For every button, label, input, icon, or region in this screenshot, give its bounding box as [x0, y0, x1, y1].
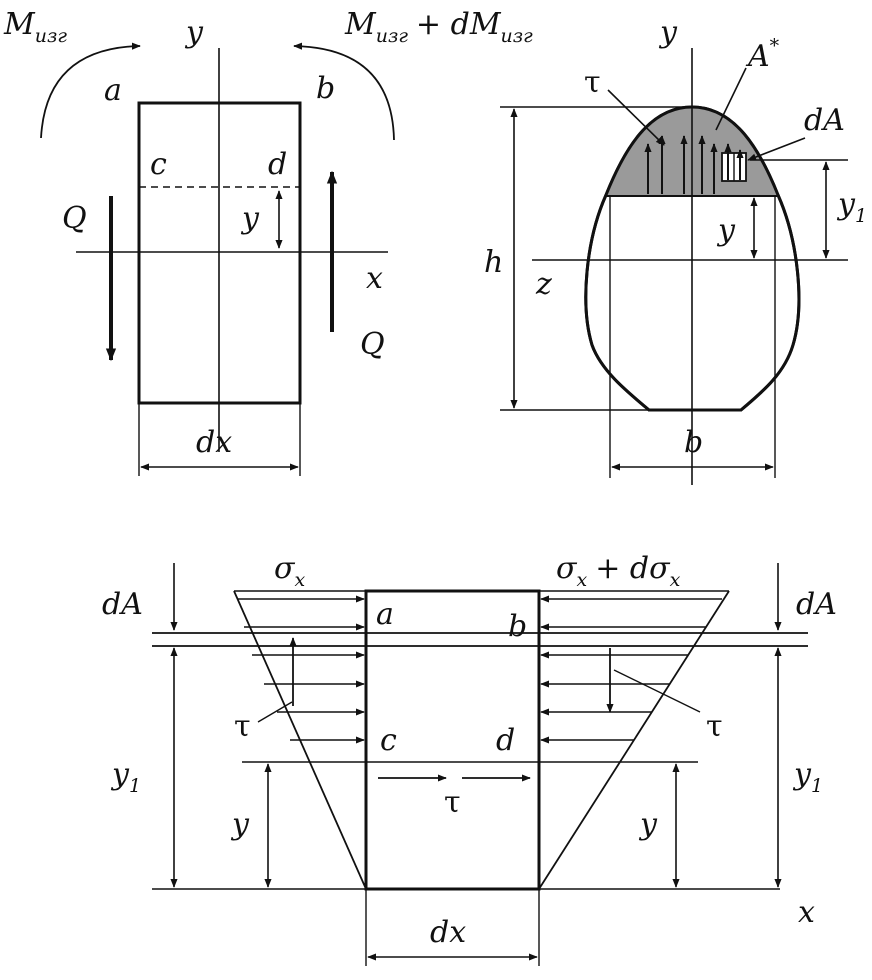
stress-distribution-panel: dA dA σx σx+ dσx a b c d τ τ τ y1 y1 y y…	[102, 551, 837, 966]
y1-right-label: y1	[792, 757, 823, 797]
tau-left-pointer	[257, 701, 293, 723]
bottom-c-label: c	[380, 723, 397, 758]
section-outline-top	[584, 105, 801, 412]
bottom-d-label: d	[496, 723, 515, 758]
a-star-pointer-line	[715, 67, 747, 131]
sigma-left-label: σx	[274, 551, 305, 591]
h-label: h	[484, 245, 503, 280]
section-y1-label: y1	[836, 187, 867, 227]
moment-right-label: Mизг+ dMизг	[344, 7, 533, 47]
corner-a-label: a	[104, 73, 122, 108]
bottom-dx-label: dx	[430, 915, 466, 950]
tau-pointer-line	[607, 89, 665, 146]
element-y-axis-label: y	[184, 15, 204, 50]
moment-left-arrow	[40, 42, 141, 139]
bottom-da-left-label: dA	[102, 587, 143, 622]
point-c-label: c	[150, 147, 167, 182]
beam-element-panel: Mизг Mизг+ dMизг y x a b c d Q Q y dx	[3, 7, 533, 476]
y1-left-label: y1	[110, 757, 141, 797]
right-sigma-arrows	[540, 595, 722, 744]
section-da-label: dA	[804, 103, 845, 138]
point-d-label: d	[268, 147, 287, 182]
section-y-dim-label: y	[716, 213, 736, 248]
a-star-label: A*	[745, 35, 780, 74]
tau-left-label: τ	[234, 709, 251, 744]
bottom-b-label: b	[508, 609, 527, 644]
sigma-right-label: σx+ dσx	[556, 551, 681, 591]
section-tau-label: τ	[584, 65, 601, 100]
b-width-label: b	[684, 425, 703, 460]
element-x-axis-label: x	[366, 261, 383, 296]
bottom-da-right-label: dA	[796, 587, 837, 622]
moment-left-label: Mизг	[3, 7, 67, 47]
q-left-label: Q	[62, 201, 87, 236]
left-sigma-arrows	[238, 595, 365, 744]
y-left-label: y	[230, 807, 250, 842]
moment-right-arrow	[293, 42, 395, 141]
z-axis-label: z	[535, 267, 552, 302]
corner-b-label: b	[316, 71, 335, 106]
bottom-x-axis-label: x	[798, 895, 815, 930]
tau-arrows-group	[644, 135, 744, 194]
cross-section-panel: y A* τ dA h z y y1 b	[484, 15, 867, 485]
y-right-label: y	[638, 807, 658, 842]
tau-right-label: τ	[706, 709, 723, 744]
da-pointer-line	[747, 137, 806, 161]
bottom-a-label: a	[376, 597, 394, 632]
q-right-label: Q	[360, 327, 385, 362]
element-y-dim-label: y	[240, 201, 260, 236]
tau-right-pointer	[613, 669, 701, 713]
tau-mid-label: τ	[444, 785, 461, 820]
element-dx-label: dx	[196, 425, 232, 460]
section-y-axis-label: y	[658, 15, 678, 50]
